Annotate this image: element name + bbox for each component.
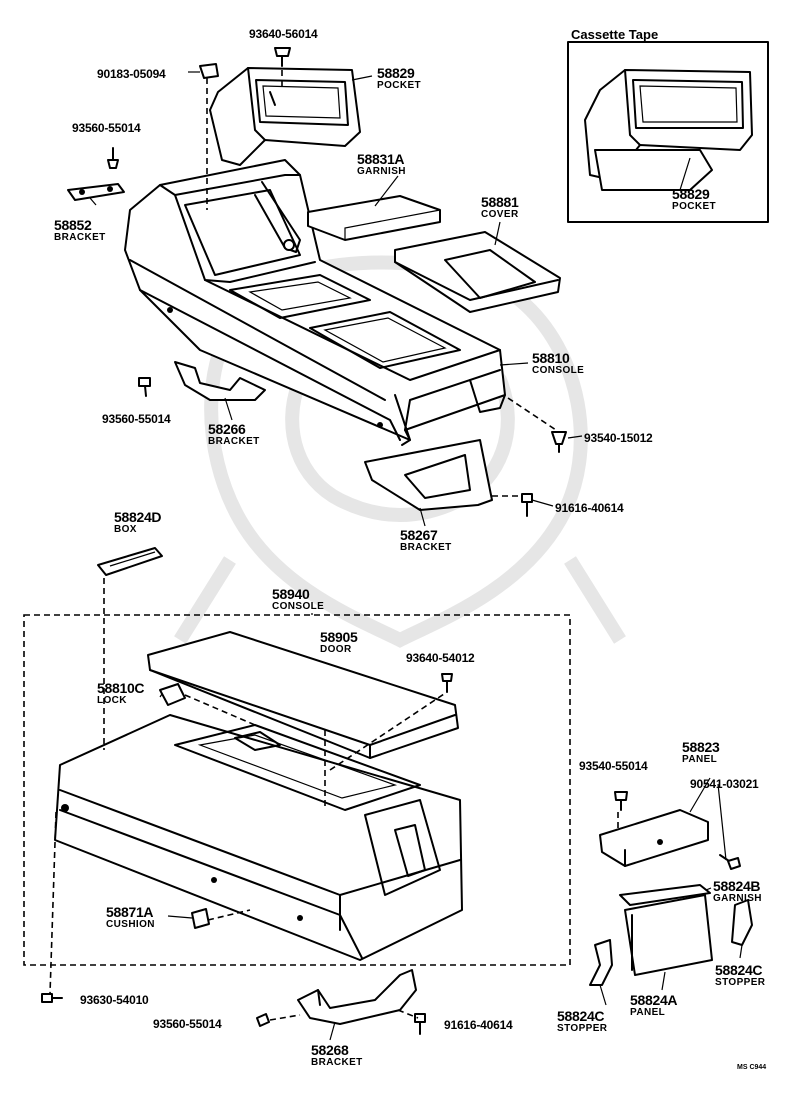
part-label-58824D: 58824D BOX xyxy=(114,509,162,535)
garnish-58824B-drawing xyxy=(619,884,711,906)
part-label-90541-03021: 90541-03021 xyxy=(690,777,759,791)
part-label-93640-56014: 93640-56014 xyxy=(249,27,318,41)
cover-58881-drawing xyxy=(394,231,561,313)
part-label-58905: 58905 DOOR xyxy=(320,629,358,655)
part-label-58266: 58266 BRACKET xyxy=(208,421,260,447)
panel-58823-drawing xyxy=(599,809,709,867)
console-58940-drawing xyxy=(54,714,463,961)
cushion-58871A-drawing xyxy=(191,908,210,929)
screw-93630-54010 xyxy=(41,993,63,1003)
part-label-90183-05094: 90183-05094 xyxy=(97,67,166,81)
part-label-58871A: 58871A CUSHION xyxy=(106,904,155,930)
part-label-58810C: 58810C LOCK xyxy=(97,680,145,706)
bolt-91616-40614-top xyxy=(521,493,533,517)
part-label-58824B: 58824B GARNISH xyxy=(713,878,762,904)
inset-pocket-drawing xyxy=(584,69,753,191)
assembly-lines xyxy=(49,60,619,1021)
part-label-58824C-left: 58824C STOPPER xyxy=(557,1008,608,1034)
part-label-91616-40614-a: 91616-40614 xyxy=(555,501,624,515)
part-label-58823: 58823 PANEL xyxy=(682,739,720,765)
inset-frame xyxy=(567,41,769,223)
screw-93540-55014 xyxy=(614,791,628,811)
stopper-58824C-left-drawing xyxy=(589,939,613,986)
console-58940-assembly-frame xyxy=(23,614,571,966)
part-label-93560-55014-b: 93560-55014 xyxy=(102,412,171,426)
clip-93540-15012 xyxy=(551,431,567,453)
garnish-58831A-drawing xyxy=(307,195,441,241)
part-label-93560-55014-c: 93560-55014 xyxy=(153,1017,222,1031)
part-label-58940: 58940 CONSOLE xyxy=(272,586,325,612)
lock-58810C-drawing xyxy=(159,683,186,706)
bracket-58267-drawing xyxy=(364,439,493,511)
inset-title: Cassette Tape xyxy=(571,27,659,42)
part-label-58831A: 58831A GARNISH xyxy=(357,151,406,177)
part-label-58268: 58268 BRACKET xyxy=(311,1042,363,1068)
part-label-58829-inset: 58829 POCKET xyxy=(672,186,717,212)
stopper-58824C-right-drawing xyxy=(731,899,753,946)
part-label-58829: 58829 POCKET xyxy=(377,65,422,91)
bracket-58266-drawing xyxy=(174,361,266,401)
part-label-58881: 58881 COVER xyxy=(481,194,519,220)
bracket-58268-drawing xyxy=(297,969,417,1025)
box-58824D-drawing xyxy=(97,547,163,576)
part-label-93560-55014-a: 93560-55014 xyxy=(72,121,141,135)
console-58810-drawing xyxy=(124,159,506,446)
bracket-58852-drawing xyxy=(67,183,125,201)
part-label-58824A: 58824A PANEL xyxy=(630,992,678,1018)
screw-93560-55014-top xyxy=(107,147,119,169)
drawing-code: MS C944 xyxy=(737,1064,767,1071)
part-label-93630-54010: 93630-54010 xyxy=(80,993,149,1007)
leader-lines xyxy=(89,71,743,1041)
part-label-93540-55014: 93540-55014 xyxy=(579,759,648,773)
part-label-58267: 58267 BRACKET xyxy=(400,527,452,553)
part-label-58852: 58852 BRACKET xyxy=(54,217,106,243)
clip-90183-05094 xyxy=(199,63,219,79)
part-label-58824C-right: 58824C STOPPER xyxy=(715,962,766,988)
part-label-93540-15012: 93540-15012 xyxy=(584,431,653,445)
screw-93560-55014-low xyxy=(256,1013,270,1027)
bolt-91616-40614-low xyxy=(414,1013,426,1035)
part-label-93640-54012: 93640-54012 xyxy=(406,651,475,665)
screw-93640-54012 xyxy=(441,673,453,693)
door-58905-drawing xyxy=(147,631,459,759)
screw-93560-55014-mid xyxy=(138,377,151,397)
part-label-91616-40614-b: 91616-40614 xyxy=(444,1018,513,1032)
part-label-58810: 58810 CONSOLE xyxy=(532,350,585,376)
pocket-58829-drawing xyxy=(209,67,361,166)
panel-58824A-drawing xyxy=(624,894,713,976)
screw-90541-03021 xyxy=(719,854,741,870)
